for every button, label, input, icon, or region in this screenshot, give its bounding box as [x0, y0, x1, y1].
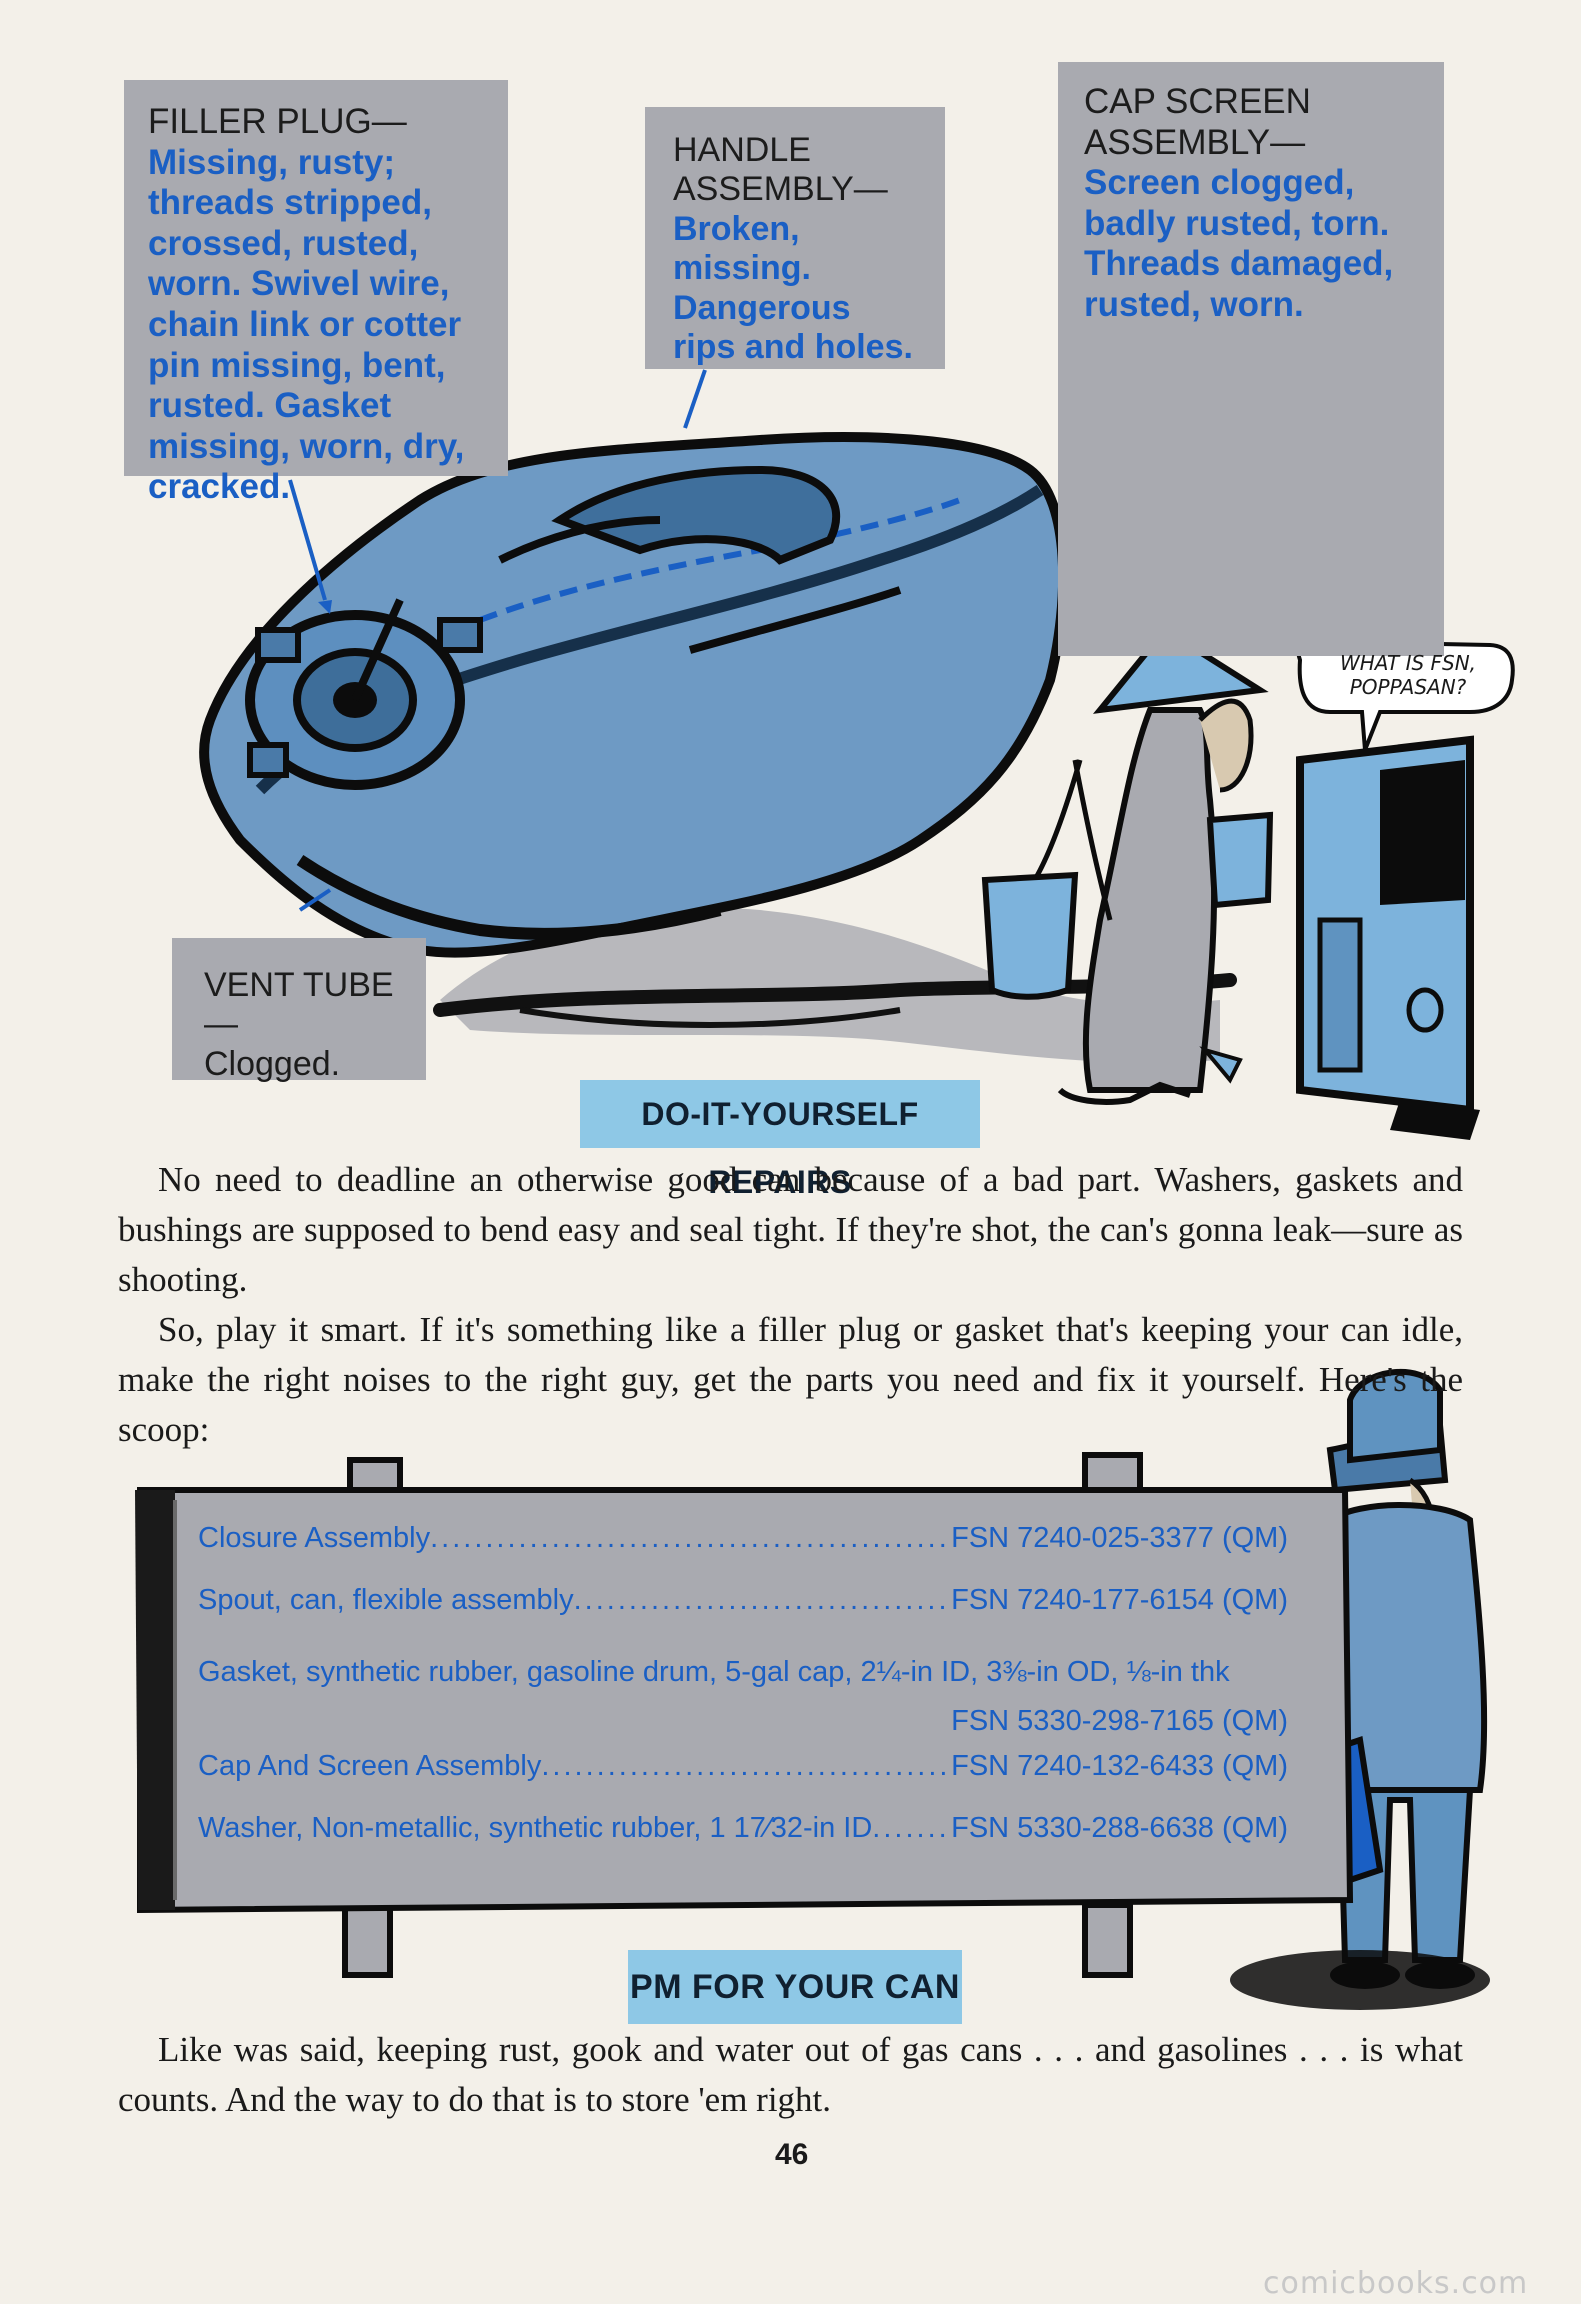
callout-handle-desc: Broken, missing. Dangerous rips and hole… — [673, 209, 913, 367]
leader-dots — [430, 1522, 951, 1555]
paragraph-deadline: No need to deadline an otherwise good ca… — [118, 1160, 1463, 1299]
old-man-figure — [981, 626, 1274, 1105]
part-name: Cap And Screen Assembly — [198, 1750, 542, 1782]
callout-handle-label: HANDLE ASSEMBLY— — [673, 131, 888, 209]
jerry-can-illustration — [199, 432, 1069, 958]
part-name: Washer, Non-metallic, synthetic rubber, … — [198, 1812, 873, 1844]
part-name: Closure Assembly — [198, 1522, 431, 1554]
part-fsn: FSN 7240-132-6433 (QM) — [951, 1750, 1288, 1782]
body-text-pm: Like was said, keeping rust, gook and wa… — [118, 2025, 1463, 2125]
callout-vent-tube: VENT TUBE—Clogged. — [172, 938, 426, 1083]
part-row: Washer, Non-metallic, synthetic rubber, … — [198, 1812, 1288, 1874]
watermark: comicbooks.com — [1263, 2266, 1529, 2301]
outhouse — [1296, 735, 1480, 1140]
parts-list: Closure Assembly FSN 7240-025-3377 (QM) … — [198, 1522, 1288, 1874]
soldier-figure — [1230, 1368, 1490, 2010]
heading-pm-for-your-can: PM FOR YOUR CAN — [628, 1950, 962, 2024]
part-fsn: FSN 7240-177-6154 (QM) — [951, 1584, 1288, 1616]
callout-cap-screen: CAP SCREEN ASSEMBLY—Screen clogged, badl… — [1058, 62, 1444, 656]
paragraph-play-it-smart: So, play it smart. If it's something lik… — [118, 1310, 1463, 1449]
body-text-repairs: No need to deadline an otherwise good ca… — [118, 1155, 1463, 1455]
part-row: Gasket, synthetic rubber, gasoline drum,… — [198, 1646, 1288, 1750]
part-fsn: FSN 5330-298-7165 (QM) — [951, 1705, 1288, 1737]
callout-cap-screen-desc: Screen clogged, badly rusted, torn. Thre… — [1084, 163, 1394, 324]
part-row: Closure Assembly FSN 7240-025-3377 (QM) — [198, 1522, 1288, 1584]
part-row: Spout, can, flexible assembly FSN 7240-1… — [198, 1584, 1288, 1646]
part-fsn: FSN 5330-288-6638 (QM) — [951, 1812, 1288, 1844]
leader-dots — [541, 1750, 951, 1783]
leader-dots — [574, 1584, 952, 1617]
page-number: 46 — [775, 2138, 809, 2171]
part-row: Cap And Screen Assembly FSN 7240-132-643… — [198, 1750, 1288, 1812]
callout-filler-plug: FILLER PLUG—Missing, rusty; threads stri… — [124, 80, 508, 506]
leader-dots — [872, 1812, 951, 1845]
callout-filler-plug-desc: Missing, rusty; threads stripped, crosse… — [148, 142, 465, 507]
part-name: Gasket, synthetic rubber, gasoline drum,… — [198, 1656, 1230, 1688]
callout-handle-assembly: HANDLE ASSEMBLY—Broken, missing. Dangero… — [645, 107, 945, 369]
callout-filler-plug-label: FILLER PLUG— — [148, 102, 407, 141]
paragraph-store-right: Like was said, keeping rust, gook and wa… — [118, 2030, 1463, 2119]
heading-do-it-yourself-repairs: DO-IT-YOURSELF REPAIRS — [580, 1080, 980, 1200]
part-name: Spout, can, flexible assembly — [198, 1584, 574, 1616]
callout-vent-tube-desc: Clogged. — [204, 1044, 341, 1083]
part-fsn: FSN 7240-025-3377 (QM) — [951, 1522, 1288, 1554]
speech-bubble-text: WHAT IS FSN, POPPASAN? — [1339, 651, 1477, 699]
callout-vent-tube-label: VENT TUBE— — [204, 966, 394, 1044]
callout-cap-screen-label: CAP SCREEN ASSEMBLY— — [1084, 82, 1311, 162]
